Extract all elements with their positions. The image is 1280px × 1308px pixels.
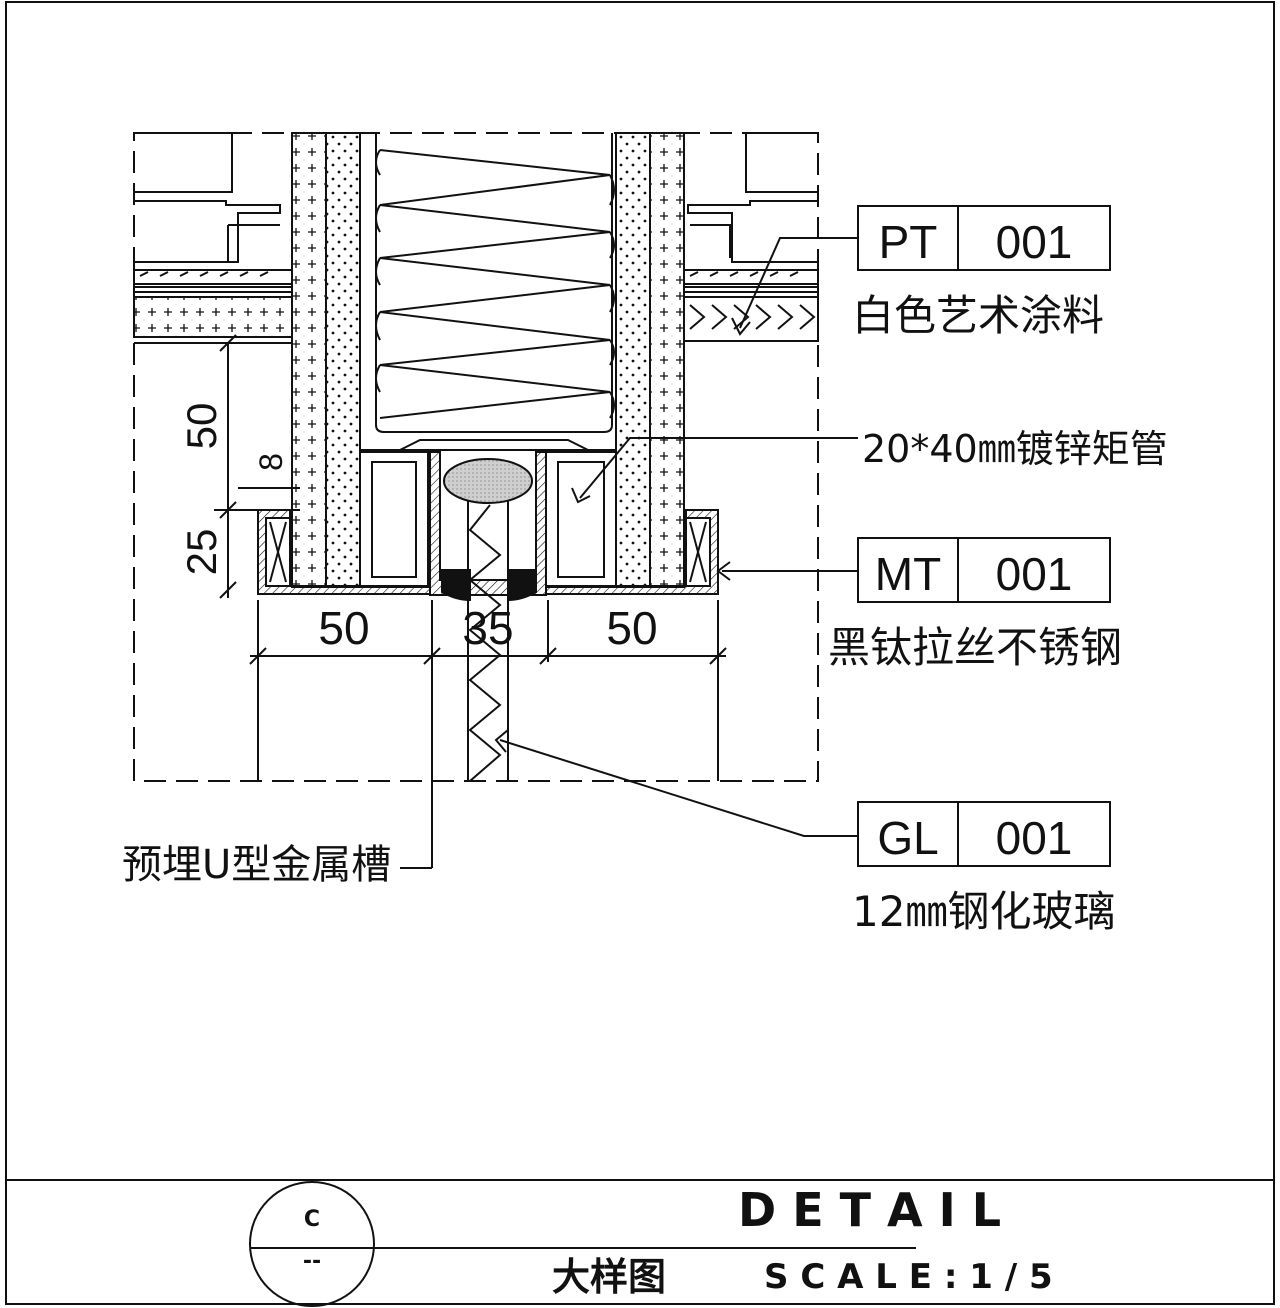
tag-gl-number: 001 (996, 812, 1073, 864)
u-channel (429, 451, 547, 602)
right-gypsum-boards (615, 132, 685, 588)
left-gypsum-boards (291, 132, 361, 588)
channel-label: 预埋U型金属槽 (122, 842, 391, 888)
detail-boundary (133, 132, 819, 782)
leader-lines (494, 237, 858, 837)
symbol-sheet: -- (303, 1249, 321, 1274)
stainless-trim (257, 509, 719, 595)
detail-subtitle: 大样图 (552, 1255, 666, 1299)
tag-PT: PT 001 白色艺术涂料 (852, 205, 1111, 340)
dim-50-vertical: 50 (178, 403, 225, 450)
dim-25: 25 (178, 529, 225, 576)
tag-pt-desc: 白色艺术涂料 (852, 291, 1104, 340)
tag-mt-code: MT (875, 548, 941, 600)
tag-MT: MT 001 黑钛拉丝不锈钢 (828, 537, 1122, 672)
tag-pt-code: PT (879, 216, 938, 268)
tag-GL: GL 001 12㎜钢化玻璃 (852, 801, 1115, 936)
tag-gl-code: GL (877, 812, 938, 864)
dim-50-right: 50 (606, 602, 657, 654)
detail-title: D E T A I L (738, 1183, 1001, 1237)
dimension-lines (214, 334, 727, 869)
glass-panel (467, 500, 509, 782)
section-symbol (249, 1181, 375, 1307)
tag-pt-number: 001 (996, 216, 1073, 268)
symbol-letter: C (304, 1207, 320, 1232)
dim-35: 35 (462, 602, 513, 654)
insulation (359, 133, 617, 451)
dim-50-left: 50 (318, 602, 369, 654)
right-wall-assembly (683, 132, 819, 342)
tag-gl-desc: 12㎜钢化玻璃 (852, 887, 1115, 936)
tube-label: 20*40㎜镀锌矩管 (862, 427, 1168, 471)
left-wall-assembly (133, 132, 293, 344)
title-block: C -- D E T A I L 大样图 S C A L E : 1 / 5 (249, 1181, 1053, 1307)
dim-8: 8 (253, 453, 289, 471)
tag-mt-desc: 黑钛拉丝不锈钢 (828, 623, 1122, 672)
detail-scale: S C A L E : 1 / 5 (764, 1257, 1053, 1297)
sheet-frame (5, 1, 1275, 1305)
tag-mt-number: 001 (996, 548, 1073, 600)
